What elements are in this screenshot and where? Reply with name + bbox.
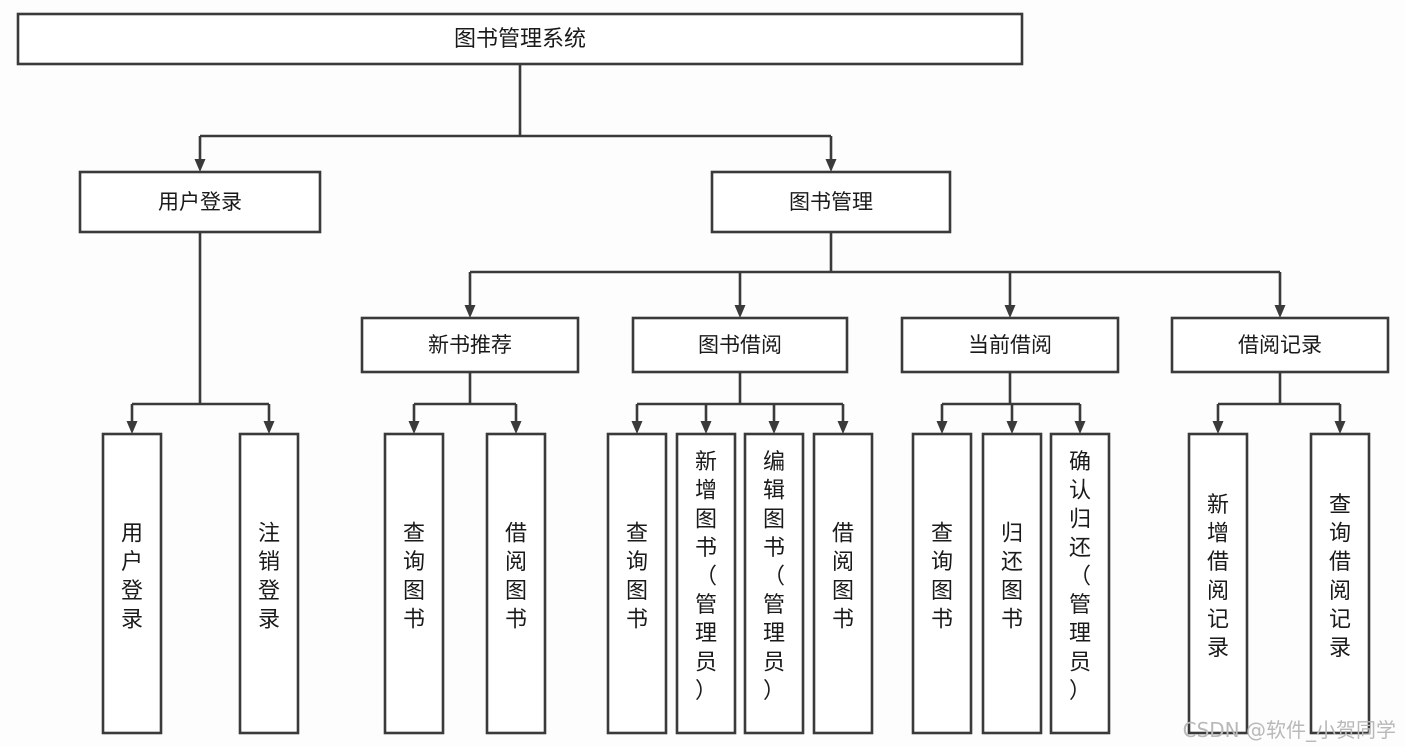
node-leaf_10[interactable]: 确认归还（管理员） [1049,432,1111,735]
node-leaf_4[interactable]: 查询图书 [606,432,668,735]
node-label: 查询图书 [931,522,953,633]
node-leaf_2[interactable]: 查询图书 [383,432,445,735]
node-box [485,432,547,735]
arrow-head-icon [1006,421,1018,434]
connector-group-l3_1 [631,372,849,434]
node-l2_1[interactable]: 图书管理 [710,170,952,234]
node-box [1309,432,1371,735]
node-label: 用户登录 [121,522,143,633]
arrow-head-icon [1334,421,1346,434]
connector-group-l3_3 [1212,372,1346,434]
node-label: 借阅记录 [1238,333,1322,357]
arrow-head-icon [734,305,746,318]
node-l3_0[interactable]: 新书推荐 [360,316,580,374]
connector-group-l3_2 [936,372,1086,434]
node-box [1170,316,1390,374]
arrow-head-icon [126,421,138,434]
node-box [78,170,322,234]
arrow-head-icon [631,421,643,434]
arrow-head-icon [936,421,948,434]
arrow-head-icon [700,421,712,434]
node-label: 借阅图书 [832,522,854,633]
node-l3_3[interactable]: 借阅记录 [1170,316,1390,374]
node-leaf_1[interactable]: 注销登录 [238,432,300,735]
node-leaf_11[interactable]: 新增借阅记录 [1187,432,1249,735]
connector-group-root [194,64,837,172]
arrow-head-icon [1004,305,1016,318]
arrow-head-icon [464,305,476,318]
node-label: 查询图书 [626,522,648,633]
node-label: 图书管理系统 [454,27,586,52]
arrow-head-icon [408,421,420,434]
arrow-head-icon [194,159,206,172]
node-leaf_6[interactable]: 编辑图书（管理员） [743,432,805,735]
connector-group-l3_0 [408,372,522,434]
node-box [981,432,1043,735]
node-label: 新书推荐 [428,333,512,357]
node-label: 图书管理 [789,190,873,214]
node-label: 确认归还（管理员） [1069,450,1091,704]
node-box [911,432,973,735]
arrow-head-icon [263,421,275,434]
node-label: 新增借阅记录 [1207,493,1229,661]
arrow-head-icon [825,159,837,172]
node-leaf_5[interactable]: 新增图书（管理员） [675,432,737,735]
node-box [743,432,805,735]
node-leaf_12[interactable]: 查询借阅记录 [1309,432,1371,735]
node-box [710,170,952,234]
node-box [606,432,668,735]
node-label: 编辑图书（管理员） [763,450,785,704]
connector-group-l2_0 [126,232,275,434]
arrow-head-icon [1274,305,1286,318]
node-box [360,316,580,374]
node-l3_1[interactable]: 图书借阅 [631,316,849,374]
csdn-watermark: CSDN @软件_小贺同学 [1183,718,1396,742]
arrow-head-icon [837,421,849,434]
node-leaf_3[interactable]: 借阅图书 [485,432,547,735]
node-leaf_7[interactable]: 借阅图书 [812,432,874,735]
node-box [812,432,874,735]
arrow-head-icon [1212,421,1224,434]
arrow-head-icon [1074,421,1086,434]
node-label: 新增图书（管理员） [695,450,717,704]
node-leaf_0[interactable]: 用户登录 [101,432,163,735]
node-box [238,432,300,735]
node-label: 借阅图书 [505,522,527,633]
node-label: 用户登录 [158,190,242,214]
node-box [1187,432,1249,735]
node-l3_2[interactable]: 当前借阅 [900,316,1120,374]
node-label: 图书借阅 [698,333,782,357]
node-l2_0[interactable]: 用户登录 [78,170,322,234]
node-box [900,316,1120,374]
node-label: 查询图书 [403,522,425,633]
node-label: 注销登录 [258,522,280,633]
node-root[interactable]: 图书管理系统 [16,12,1024,66]
connector-layer [126,64,1346,434]
node-label: 归还图书 [1001,522,1023,633]
node-leaf_8[interactable]: 查询图书 [911,432,973,735]
node-box [383,432,445,735]
arrow-head-icon [768,421,780,434]
node-box [631,316,849,374]
node-leaf_9[interactable]: 归还图书 [981,432,1043,735]
node-box [675,432,737,735]
arrow-head-icon [510,421,522,434]
node-box [16,12,1024,66]
connector-group-l2_1 [464,232,1286,318]
node-box [1049,432,1111,735]
node-label: 查询借阅记录 [1329,493,1351,661]
node-layer: 图书管理系统用户登录图书管理新书推荐图书借阅当前借阅借阅记录用户登录注销登录查询… [16,12,1390,735]
node-box [101,432,163,735]
node-label: 当前借阅 [968,333,1052,357]
